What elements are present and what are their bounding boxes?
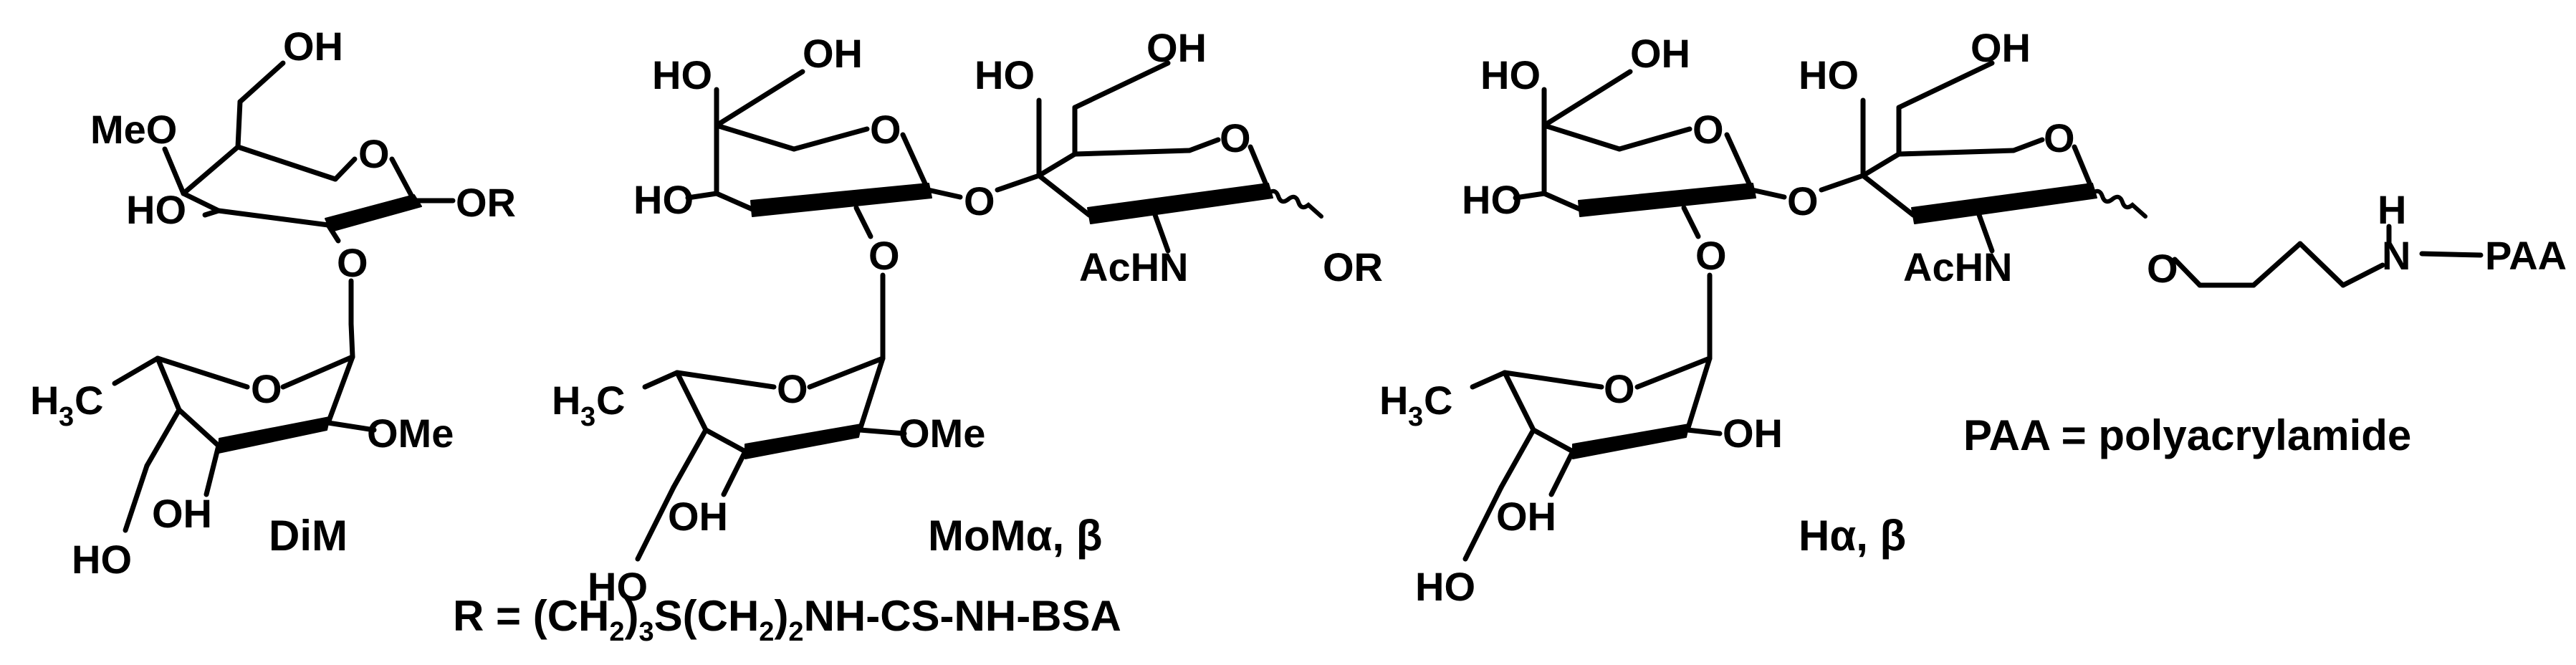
mom-gal-c3-ho-label: HO: [633, 177, 694, 222]
h-fucose-ring: [1462, 312, 1723, 562]
mom-glc-c4-ho-label: HO: [975, 52, 1035, 97]
r-sub-2: 3: [638, 617, 653, 647]
mom-fucose-c2-ome-label: OMe: [899, 411, 985, 456]
dim-c6-oh-label: OH: [283, 24, 343, 69]
r-definition-text: R = (CH2)3S(CH2)2NH-CS-NH-BSA: [453, 592, 1121, 647]
r-tail: NH-CS-NH-BSA: [804, 592, 1121, 640]
mom-fucose-c3-oh-label: OH: [668, 494, 728, 539]
dim-fucose-ring-o-label: O: [251, 366, 282, 411]
mom-galactose-ring: [685, 69, 963, 318]
mom-gal-c4-ho-label: HO: [652, 52, 712, 97]
mom-fucose-ring: [635, 312, 907, 562]
mom-gal-glc-link-o: O: [964, 178, 995, 224]
h-fucose-c2-oh-label: OH: [1723, 411, 1783, 456]
mom-gal-ring-o-label: O: [870, 107, 901, 152]
h-gal-c4-ho-label: HO: [1480, 52, 1541, 97]
h-fucose-link-o: O: [1695, 233, 1727, 278]
mom-glc-c6-oh-label: OH: [1146, 25, 1207, 70]
mom-fucose-methyl-sub: 3: [580, 402, 595, 432]
dim-fucose-methyl-c: C: [75, 378, 103, 423]
r-sub-4: 2: [788, 617, 803, 647]
h-gal-glc-link-o: O: [1787, 178, 1819, 224]
dim-fucose-ring: [112, 321, 377, 533]
h-linker: [2172, 224, 2484, 288]
r-sub-1: 2: [609, 617, 624, 647]
mom-glc-achn-label: AcHN: [1079, 244, 1188, 290]
r-mid-3: ): [774, 592, 788, 640]
h-galactose-ring: [1513, 69, 1787, 318]
dim-fucose-methyl-h: H: [30, 378, 59, 423]
mom-fucose-c4-ho-label: HO: [588, 564, 648, 609]
mom-anomeric-or-label: OR: [1323, 244, 1383, 290]
h-fucose-c4-ho-label: HO: [1415, 564, 1475, 609]
h-gal-ring-o-label: O: [1692, 107, 1724, 152]
h-glc-achn-label: AcHN: [1903, 244, 2012, 290]
dim-fucose-c2-ome-label: OMe: [367, 411, 454, 456]
dim-ring-o-label: O: [358, 131, 390, 176]
mom-fucose-methyl-h: H: [552, 378, 580, 423]
compound-h: HO OH HO O O O HO OH O AcHN: [1379, 25, 2567, 609]
mom-glc-ring-o-label: O: [1220, 115, 1251, 161]
mom-fucose-ring-o-label: O: [777, 366, 808, 411]
h-linker-h-label: H: [2378, 187, 2406, 232]
h-gal-c3-ho-label: HO: [1462, 177, 1522, 222]
compound-name-h: Hα, β: [1799, 512, 1906, 560]
dim-galactose-ring: [162, 60, 456, 327]
h-fucose-methyl-c: C: [1424, 378, 1452, 423]
dim-fucose-c3-oh-label: OH: [152, 491, 212, 536]
r-prefix: R = (CH: [453, 592, 609, 640]
mom-glcnac-ring: [995, 60, 1323, 254]
h-linker-o-label: O: [2147, 246, 2178, 291]
mom-fucose-link-o: O: [868, 233, 900, 278]
r-sub-3: 2: [759, 617, 774, 647]
r-mid-2: S(CH: [654, 592, 760, 640]
compound-name-mom: MoMα, β: [928, 512, 1102, 560]
h-fucose-methyl-sub: 3: [1408, 402, 1423, 432]
paa-definition: PAA = polyacrylamide: [1963, 411, 2411, 459]
dim-c3-ho-label: HO: [126, 187, 186, 232]
h-linker-n-label: N: [2382, 233, 2410, 278]
mom-fucose-methyl-c: C: [596, 378, 625, 423]
dim-fucose-c4-ho-label: HO: [72, 537, 132, 582]
mom-gal-c6-oh-label: OH: [803, 31, 863, 76]
r-mid-1: ): [625, 592, 639, 640]
h-fucose-methyl-h: H: [1379, 378, 1408, 423]
compound-name-dim: DiM: [269, 512, 348, 560]
h-glcnac-ring: [1819, 60, 2148, 254]
r-group-definition: R = (CH2)3S(CH2)2NH-CS-NH-BSA: [453, 592, 1121, 647]
dim-fucose-methyl-sub: 3: [59, 402, 74, 432]
dim-c4-meo-label: MeO: [90, 107, 177, 152]
h-paa-label: PAA: [2485, 233, 2567, 278]
h-fucose-c3-oh-label: OH: [1496, 494, 1556, 539]
h-glc-c4-ho-label: HO: [1799, 52, 1859, 97]
dim-link-o-label: O: [337, 240, 368, 285]
dim-anomeric-or-label: OR: [456, 180, 516, 225]
h-glc-c6-oh-label: OH: [1971, 25, 2031, 70]
h-gal-c6-oh-label: OH: [1630, 31, 1690, 76]
h-glc-ring-o-label: O: [2044, 115, 2075, 161]
h-fucose-ring-o-label: O: [1604, 366, 1635, 411]
compound-dim: OH MeO HO O OR O H 3 C O OMe OH HO DiM: [30, 24, 516, 582]
compound-mom: HO OH HO O O O HO OH O AcHN OR: [552, 25, 1383, 609]
